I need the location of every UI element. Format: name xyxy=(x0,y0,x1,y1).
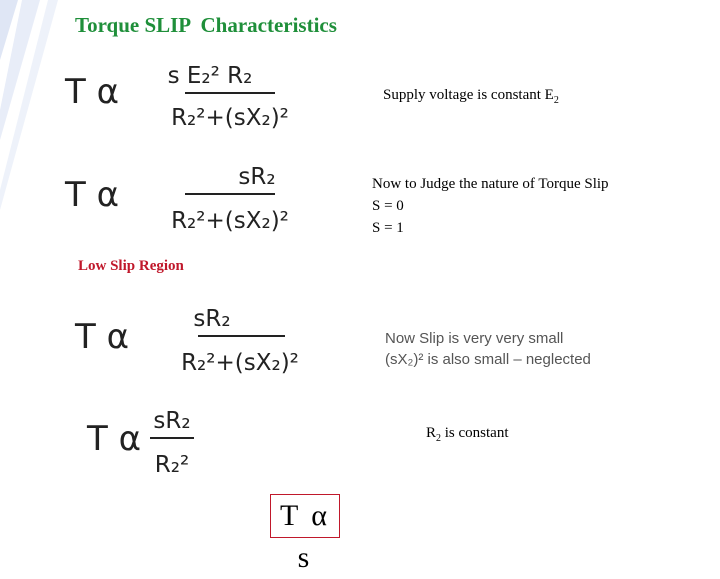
slip-zero: S = 0 xyxy=(372,198,404,214)
formula-numerator: sR₂ xyxy=(193,306,230,332)
decorative-stripes xyxy=(0,0,58,210)
formula-torque-low-slip: T α sR₂ R₂²+(sX₂)² xyxy=(70,300,300,385)
slip-one: S = 1 xyxy=(372,220,404,236)
formula-torque-full: T α s E₂² R₂ R₂²+(sX₂)² xyxy=(60,55,290,140)
formula-numerator: sR₂ xyxy=(153,408,190,434)
low-slip-region-heading: Low Slip Region xyxy=(78,258,184,274)
low-slip-note: Now Slip is very very small (sX₂)² is al… xyxy=(385,328,591,370)
formula-denominator: R₂²+(sX₂)² xyxy=(171,208,289,234)
low-slip-line-1: Now Slip is very very small xyxy=(385,330,564,347)
formula-lhs: T α xyxy=(86,419,141,459)
formula-lhs: T α xyxy=(64,175,119,215)
result-box: T α s xyxy=(270,494,340,574)
formula-numerator: s E₂² R₂ xyxy=(168,63,253,89)
formula-denominator: R₂² xyxy=(155,452,189,478)
page-title: Torque SLIP Characteristics xyxy=(75,13,337,37)
formula-lhs: T α xyxy=(64,72,119,112)
formula-lhs: T α xyxy=(74,317,129,357)
formula-torque-simplified: T α sR₂ R₂² xyxy=(82,402,212,487)
formula-denominator: R₂²+(sX₂)² xyxy=(171,105,289,131)
judge-note: Now to Judge the nature of Torque Slip S… xyxy=(372,173,609,239)
formula-denominator: R₂²+(sX₂)² xyxy=(181,350,299,376)
formula-torque-general: T α sR₂ R₂²+(sX₂)² xyxy=(60,158,290,243)
low-slip-line-2: (sX₂)² is also small – neglected xyxy=(385,351,591,368)
formula-numerator: sR₂ xyxy=(238,164,275,190)
r2-constant-note: R2 is constant xyxy=(426,425,509,444)
judge-line: Now to Judge the nature of Torque Slip xyxy=(372,176,609,192)
supply-note: Supply voltage is constant E2 xyxy=(383,87,559,106)
